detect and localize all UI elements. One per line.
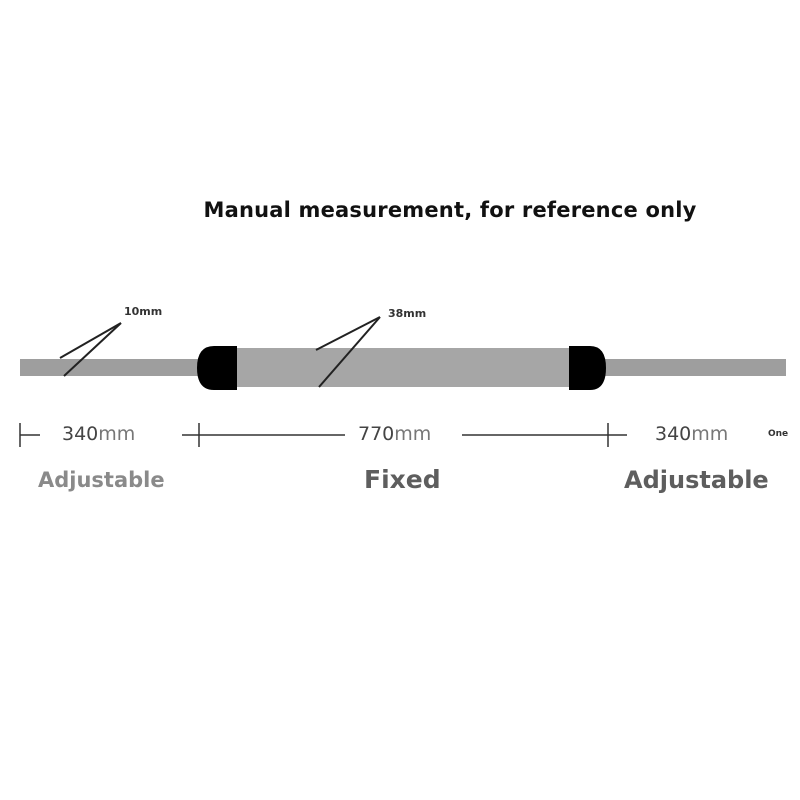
callout-38mm-lines [315,316,381,388]
dimension-center: 770mm [358,423,431,445]
dimension-left-unit: mm [98,423,136,445]
dimension-left: 340mm [62,423,135,445]
left-tube [20,359,210,376]
right-end-cap [569,346,606,390]
callout-10mm-lines [59,322,122,377]
dimension-right-value: 340 [655,423,692,445]
callout-label-38mm: 38mm [388,307,427,320]
section-label-left: Adjustable [38,468,165,492]
dimension-center-value: 770 [358,423,395,445]
callout-label-10mm: 10mm [124,305,163,318]
dimension-lines [19,423,627,447]
corner-note: One [768,429,789,439]
left-end-cap [197,346,237,390]
dimension-right-unit: mm [691,423,729,445]
section-label-center: Fixed [364,465,441,494]
section-label-right: Adjustable [624,466,769,494]
dimension-center-unit: mm [394,423,432,445]
dimension-right: 340mm [655,423,728,445]
center-grip [225,348,585,387]
right-tube [590,359,786,376]
diagram-title: Manual measurement, for reference only [203,198,697,222]
dimension-left-value: 340 [62,423,99,445]
